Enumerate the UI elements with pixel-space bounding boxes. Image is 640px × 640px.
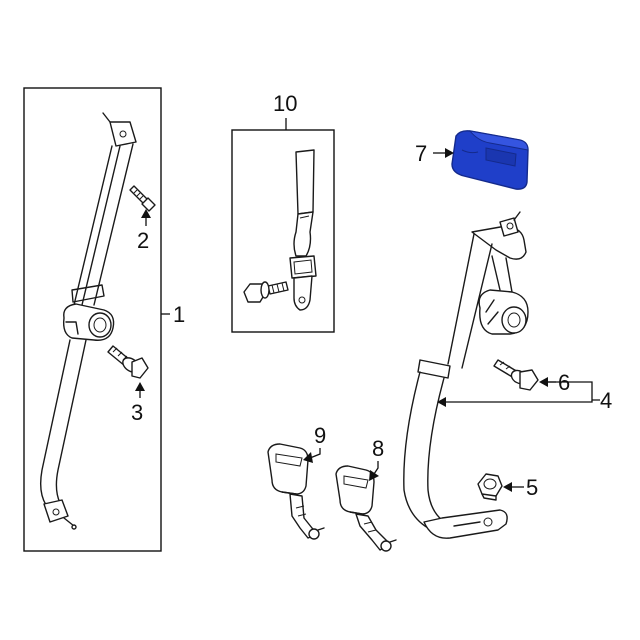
- callout-3: 3: [131, 400, 143, 425]
- part-10-strap-kit[interactable]: [243, 149, 317, 311]
- part-7-arrow: [445, 148, 454, 158]
- part-2-arrow: [141, 209, 151, 218]
- part-9-buckle[interactable]: [267, 443, 325, 540]
- part-6-bolt[interactable]: [493, 359, 539, 391]
- part-3-bolt[interactable]: [107, 345, 149, 379]
- callout-9: 9: [314, 423, 326, 448]
- part-8-leader: [373, 461, 379, 475]
- part-4-leader-upper: [546, 381, 600, 401]
- callout-8: 8: [372, 436, 384, 461]
- part-8-arrow: [369, 470, 379, 481]
- part-1-seat-belt-assembly[interactable]: [39, 112, 137, 530]
- callout-2: 2: [137, 228, 149, 253]
- part-6-arrow: [539, 377, 548, 387]
- callout-10: 10: [273, 91, 297, 116]
- part-5-arrow: [503, 482, 512, 492]
- part-3-arrow: [135, 382, 145, 391]
- callout-1: 1: [173, 302, 185, 327]
- part-9-leader: [309, 448, 321, 459]
- callout-7: 7: [415, 141, 427, 166]
- part-8-buckle[interactable]: [335, 465, 397, 552]
- part-9-arrow: [303, 452, 313, 463]
- part-4-seat-belt-assembly[interactable]: [403, 211, 529, 539]
- part-4-leader-lower: [445, 400, 593, 403]
- callout-6: 6: [558, 370, 570, 395]
- part-5-nut[interactable]: [477, 473, 503, 501]
- part-1-group-box: [23, 87, 162, 552]
- part-7-cover[interactable]: [451, 130, 529, 190]
- callout-4: 4: [600, 388, 612, 413]
- part-10-group-box: [231, 129, 335, 333]
- part-4-arrow: [437, 397, 446, 407]
- part-2-bolt[interactable]: [129, 185, 156, 212]
- callout-5: 5: [526, 475, 538, 500]
